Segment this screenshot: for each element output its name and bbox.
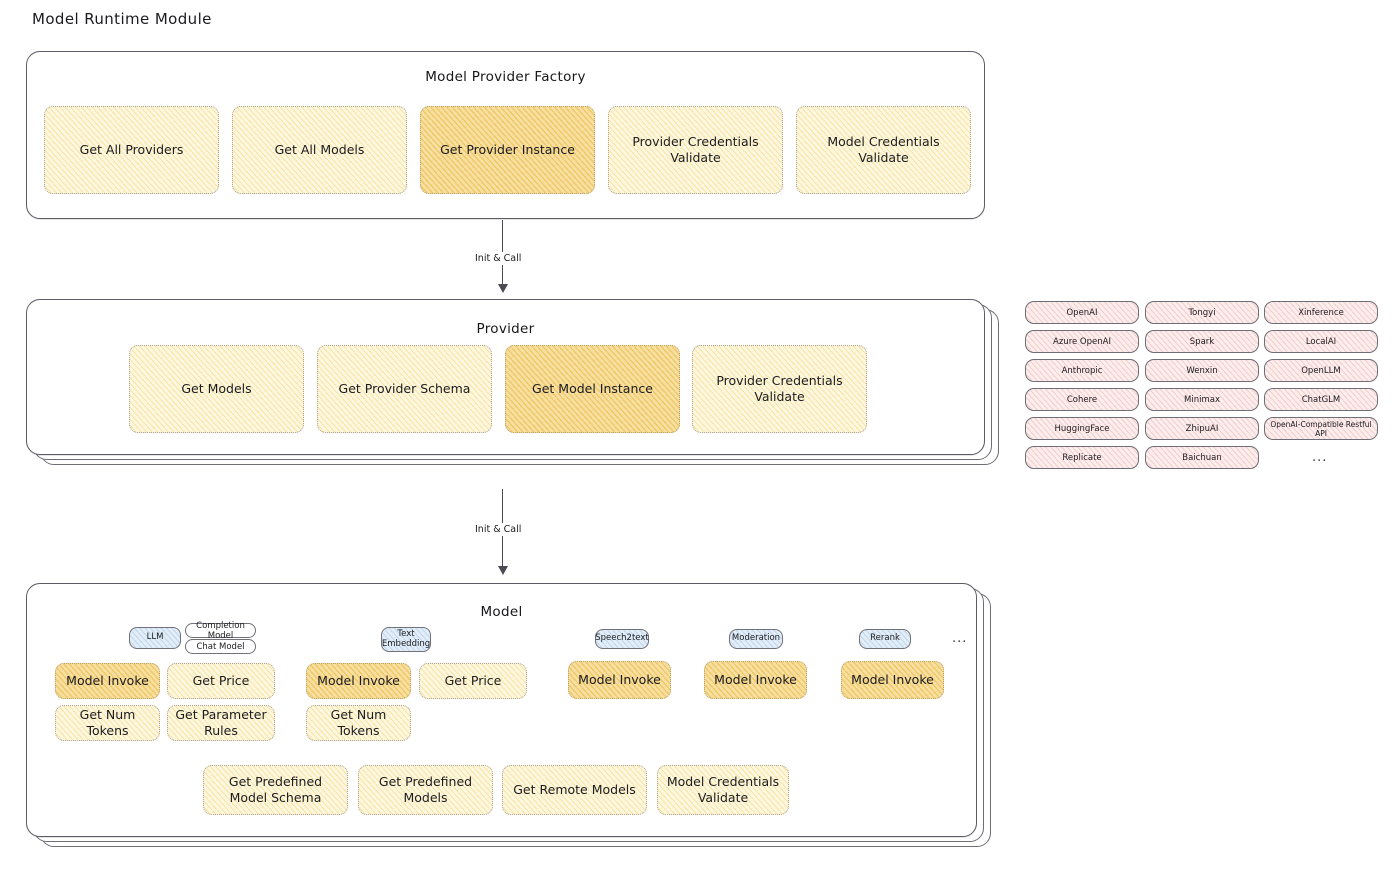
provider-pill-baichuan[interactable]: Baichuan	[1145, 446, 1259, 469]
provider-pill-openai-compatible-restful-api[interactable]: OpenAI-Compatible Restful API	[1264, 417, 1378, 440]
provider-pill-localai[interactable]: LocalAI	[1264, 330, 1378, 353]
provider-list-more: ...	[1312, 450, 1328, 465]
provider-pill-replicate[interactable]: Replicate	[1025, 446, 1139, 469]
factory-box-get-all-models[interactable]: Get All Models	[232, 106, 407, 194]
arrow-provider-to-model-head	[498, 566, 508, 575]
provider-pill-openai[interactable]: OpenAI	[1025, 301, 1139, 324]
provider-box-get-model-instance[interactable]: Get Model Instance	[505, 345, 680, 433]
provider-pill-xinference[interactable]: Xinference	[1264, 301, 1378, 324]
provider-pill-tongyi[interactable]: Tongyi	[1145, 301, 1259, 324]
factory-box-model-credentials-validate[interactable]: Model Credentials Validate	[796, 106, 971, 194]
model-type-pill-rerank[interactable]: Rerank	[859, 629, 911, 649]
provider-pill-azure-openai[interactable]: Azure OpenAI	[1025, 330, 1139, 353]
rerank-method-model-invoke[interactable]: Model Invoke	[841, 661, 944, 699]
provider-pill-anthropic[interactable]: Anthropic	[1025, 359, 1139, 382]
model-common-method-get-predefined-models[interactable]: Get Predefined Models	[358, 765, 493, 815]
provider-pill-openllm[interactable]: OpenLLM	[1264, 359, 1378, 382]
provider-box-provider-credentials-validate[interactable]: Provider Credentials Validate	[692, 345, 867, 433]
model-common-method-get-remote-models[interactable]: Get Remote Models	[502, 765, 647, 815]
arrow-provider-to-model-label: Init & Call	[471, 523, 526, 536]
factory-box-provider-credentials-validate[interactable]: Provider Credentials Validate	[608, 106, 783, 194]
model-common-method-model-credentials-validate[interactable]: Model Credentials Validate	[657, 765, 789, 815]
text-embedding-method-get-num-tokens[interactable]: Get Num Tokens	[306, 705, 411, 741]
arrow-factory-to-provider-head	[498, 284, 508, 293]
page-title: Model Runtime Module	[32, 10, 212, 28]
speech2text-method-model-invoke[interactable]: Model Invoke	[568, 661, 671, 699]
model-types-more: ...	[952, 631, 968, 646]
provider-box-get-models[interactable]: Get Models	[129, 345, 304, 433]
model-provider-factory-title: Model Provider Factory	[425, 69, 586, 85]
llm-method-model-invoke[interactable]: Model Invoke	[55, 663, 160, 699]
model-title: Model	[480, 604, 523, 620]
provider-pill-minimax[interactable]: Minimax	[1145, 388, 1259, 411]
model-type-pill-text-embedding[interactable]: Text Embedding	[381, 627, 431, 652]
arrow-factory-to-provider-label: Init & Call	[471, 252, 526, 265]
provider-title: Provider	[476, 321, 535, 337]
provider-pill-cohere[interactable]: Cohere	[1025, 388, 1139, 411]
factory-box-get-provider-instance[interactable]: Get Provider Instance	[420, 106, 595, 194]
model-subtype-completion-model[interactable]: Completion Model	[185, 621, 256, 641]
provider-pill-wenxin[interactable]: Wenxin	[1145, 359, 1259, 382]
model-type-pill-speech2text[interactable]: Speech2text	[595, 629, 649, 649]
model-type-pill-llm[interactable]: LLM	[129, 627, 181, 649]
provider-pill-zhipuai[interactable]: ZhipuAI	[1145, 417, 1259, 440]
provider-pill-spark[interactable]: Spark	[1145, 330, 1259, 353]
llm-method-get-parameter-rules[interactable]: Get Parameter Rules	[167, 705, 275, 741]
factory-box-get-all-providers[interactable]: Get All Providers	[44, 106, 219, 194]
llm-method-get-price[interactable]: Get Price	[167, 663, 275, 699]
model-subtype-chat-model[interactable]: Chat Model	[185, 639, 256, 654]
model-type-pill-moderation[interactable]: Moderation	[729, 629, 783, 649]
provider-pill-chatglm[interactable]: ChatGLM	[1264, 388, 1378, 411]
moderation-method-model-invoke[interactable]: Model Invoke	[704, 661, 807, 699]
text-embedding-method-get-price[interactable]: Get Price	[419, 663, 527, 699]
model-common-method-get-predefined-model-schema[interactable]: Get Predefined Model Schema	[203, 765, 348, 815]
provider-pill-huggingface[interactable]: HuggingFace	[1025, 417, 1139, 440]
provider-box-get-provider-schema[interactable]: Get Provider Schema	[317, 345, 492, 433]
text-embedding-method-model-invoke[interactable]: Model Invoke	[306, 663, 411, 699]
llm-method-get-num-tokens[interactable]: Get Num Tokens	[55, 705, 160, 741]
